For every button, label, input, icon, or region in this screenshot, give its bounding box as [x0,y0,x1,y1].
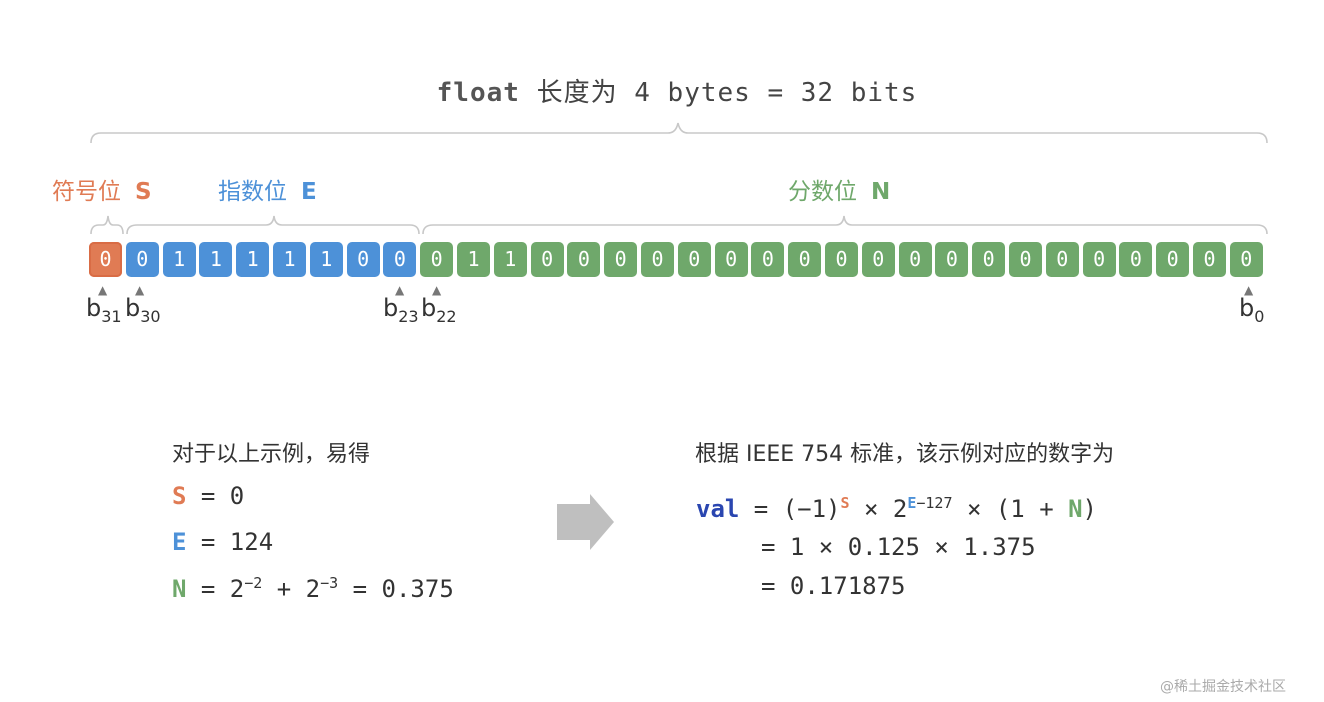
bit-label-b31: b31 [86,294,122,326]
bit-box: 0 [1009,242,1042,277]
bit-box: 0 [346,242,380,277]
exponent-label-text: 指数位 [218,179,287,205]
arrow-up-icon: ▲ [98,283,108,297]
exponent-brace [126,215,420,235]
bit-box: 1 [199,242,233,277]
title-rest: 长度为 4 bytes = 32 bits [519,78,918,108]
fraction-label: 分数位 N [788,172,890,206]
val-equation-2: = 1 × 0.125 × 1.375 [761,533,1036,561]
bit-label-b23: b23 [383,294,419,326]
bit-box: 1 [236,242,270,277]
exponent-label-letter: E [301,179,317,205]
bit-box: 0 [1229,242,1263,277]
total-brace [90,122,1268,144]
bit-box: 1 [493,242,527,277]
diagram-title: float 长度为 4 bytes = 32 bits [0,72,1324,109]
bit-label-b30: b30 [125,294,161,326]
arrow-up-icon: ▲ [1244,283,1254,297]
val-equation-1: val = (−1)S × 2E−127 × (1 + N) [696,494,1097,523]
bit-label-b22: b22 [421,294,457,326]
arrow-up-icon: ▲ [432,283,442,297]
sign-label: 符号位 S [52,172,152,206]
fraction-label-text: 分数位 [788,179,857,205]
bit-box: 0 [567,242,601,277]
bit-box: 0 [935,242,969,277]
bit-box: 0 [383,242,417,277]
n-equation: N = 2−2 + 2−3 = 0.375 [172,574,454,603]
bit-label-b0: b0 [1239,294,1265,326]
bit-box: 0 [788,242,822,277]
bit-box: 0 [125,242,159,277]
s-var: S [172,482,187,510]
bit-box: 0 [89,242,122,277]
val-equation-3: = 0.171875 [761,572,906,600]
e-equation: E = 124 [172,528,274,556]
bit-box: 1 [162,242,196,277]
bit-box: 1 [457,242,490,277]
fraction-brace [422,215,1268,235]
left-heading: 对于以上示例，易得 [172,442,371,467]
e-var: E [172,528,187,556]
bit-box: 0 [972,242,1006,277]
watermark: @稀土掘金技术社区 [1160,679,1286,695]
bit-box: 0 [420,242,454,277]
bit-box: 0 [825,242,858,277]
bit-box: 0 [530,242,564,277]
val-var: val [696,495,740,523]
arrow-up-icon: ▲ [395,283,405,297]
sign-label-text: 符号位 [52,179,121,205]
arrow-right-icon [557,494,614,550]
bit-box: 0 [1119,242,1153,277]
bit-box: 0 [714,242,748,277]
bit-box: 1 [273,242,306,277]
title-keyword: float [436,78,520,108]
bit-box: 0 [898,242,932,277]
bit-box: 0 [641,242,674,277]
exponent-label: 指数位 E [218,172,317,206]
bit-box: 0 [1193,242,1226,277]
n-var: N [172,575,187,603]
right-heading: 根据 IEEE 754 标准，该示例对应的数字为 [695,442,1115,467]
sign-brace [90,215,124,235]
fraction-label-letter: N [871,179,891,205]
bit-box: 0 [677,242,711,277]
bit-box: 1 [309,242,343,277]
bit-box: 0 [751,242,785,277]
bit-box: 0 [1045,242,1079,277]
sign-label-letter: S [135,179,152,205]
s-equation: S = 0 [172,482,245,510]
arrow-up-icon: ▲ [135,283,145,297]
bit-box: 0 [604,242,638,277]
bit-box: 0 [861,242,895,277]
bit-box: 0 [1082,242,1116,277]
bit-box: 0 [1156,242,1190,277]
